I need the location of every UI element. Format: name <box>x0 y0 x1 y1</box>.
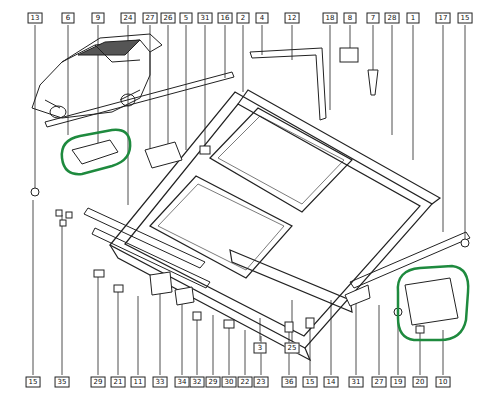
small-part <box>285 322 293 332</box>
small-part <box>145 142 182 168</box>
small-part <box>416 326 424 333</box>
highlight-outline <box>398 266 468 340</box>
callout-number: 12 <box>285 13 300 24</box>
small-part <box>345 285 370 306</box>
leader-line <box>260 300 292 341</box>
leader-line <box>33 25 465 375</box>
callout-number: 15 <box>26 377 41 388</box>
small-part <box>200 146 210 154</box>
small-part <box>60 220 66 226</box>
roof-strip <box>45 48 470 288</box>
highlight-outline <box>62 130 130 174</box>
callout-number: 31 <box>198 13 213 24</box>
roof-frame <box>150 176 292 278</box>
callout-number: 34 <box>175 377 190 388</box>
small-part <box>31 48 469 333</box>
callout-number: 2 <box>237 13 250 24</box>
roof-frame <box>110 245 310 360</box>
car-sketch <box>50 106 66 118</box>
small-part <box>31 188 39 196</box>
car-sketch <box>32 34 162 118</box>
small-part <box>224 320 234 328</box>
small-part <box>193 312 201 320</box>
callout-number: 24 <box>121 13 136 24</box>
small-part <box>56 210 62 216</box>
small-part <box>340 48 358 62</box>
callout-number: 16 <box>218 13 233 24</box>
callout-number: 14 <box>324 377 339 388</box>
leader-line <box>33 200 443 375</box>
roof-frame <box>125 104 420 336</box>
callout-number: 15 <box>303 377 318 388</box>
car-sketch <box>62 34 162 62</box>
callout-number: 15 <box>458 13 473 24</box>
roof-strip <box>45 72 234 127</box>
callout-number: 35 <box>55 377 70 388</box>
small-part <box>150 272 172 295</box>
small-part <box>66 212 72 218</box>
callout-number: 7 <box>367 13 380 24</box>
car-sketch <box>78 40 140 55</box>
callout-number: 6 <box>62 13 75 24</box>
roof-frame <box>158 184 284 270</box>
callout-number: 21 <box>111 377 126 388</box>
callout-number: 27 <box>372 377 387 388</box>
callout-number: 26 <box>161 13 176 24</box>
car-sketch <box>95 45 140 62</box>
callout-number: 3 <box>254 343 267 354</box>
small-part <box>72 140 118 164</box>
callout-number: 29 <box>206 377 221 388</box>
callout-number: 23 <box>254 377 269 388</box>
roof-frame <box>110 90 440 360</box>
callout-number: 1 <box>407 13 420 24</box>
highlight-outline <box>62 130 468 340</box>
small-part <box>405 278 458 325</box>
leader-line <box>35 25 465 240</box>
roof-frame <box>230 250 352 312</box>
callout-number: 31 <box>349 377 364 388</box>
callout-number: 22 <box>238 377 253 388</box>
callout-number: 13 <box>28 13 43 24</box>
callout-number: 18 <box>323 13 338 24</box>
callout-number: 29 <box>91 377 106 388</box>
callout-number: 11 <box>131 377 146 388</box>
small-part <box>306 318 314 328</box>
callout-number: 20 <box>413 377 428 388</box>
callout-number: 25 <box>285 343 300 354</box>
small-part <box>94 270 104 277</box>
car-sketch <box>32 40 150 118</box>
callout-number: 9 <box>92 13 105 24</box>
roof-frame <box>210 108 352 212</box>
callout-number: 17 <box>436 13 451 24</box>
callout-number: 36 <box>282 377 297 388</box>
callout-number: 28 <box>385 13 400 24</box>
callout-number: 27 <box>143 13 158 24</box>
roof-strip <box>350 232 470 288</box>
callout-number: 32 <box>190 377 205 388</box>
roof-frame <box>110 92 432 348</box>
callout-number: 8 <box>344 13 357 24</box>
small-part <box>368 70 378 95</box>
small-part <box>461 239 469 247</box>
callout-number: 10 <box>436 377 451 388</box>
small-part <box>175 287 194 305</box>
callout-number: 5 <box>180 13 193 24</box>
callout-number: 33 <box>153 377 168 388</box>
roof-frame <box>238 90 440 204</box>
roof-frame <box>218 116 344 204</box>
callout-number: 30 <box>222 377 237 388</box>
callout-number: 4 <box>256 13 269 24</box>
callout-number: 19 <box>391 377 406 388</box>
small-part <box>114 285 123 292</box>
car-sketch <box>45 90 140 108</box>
